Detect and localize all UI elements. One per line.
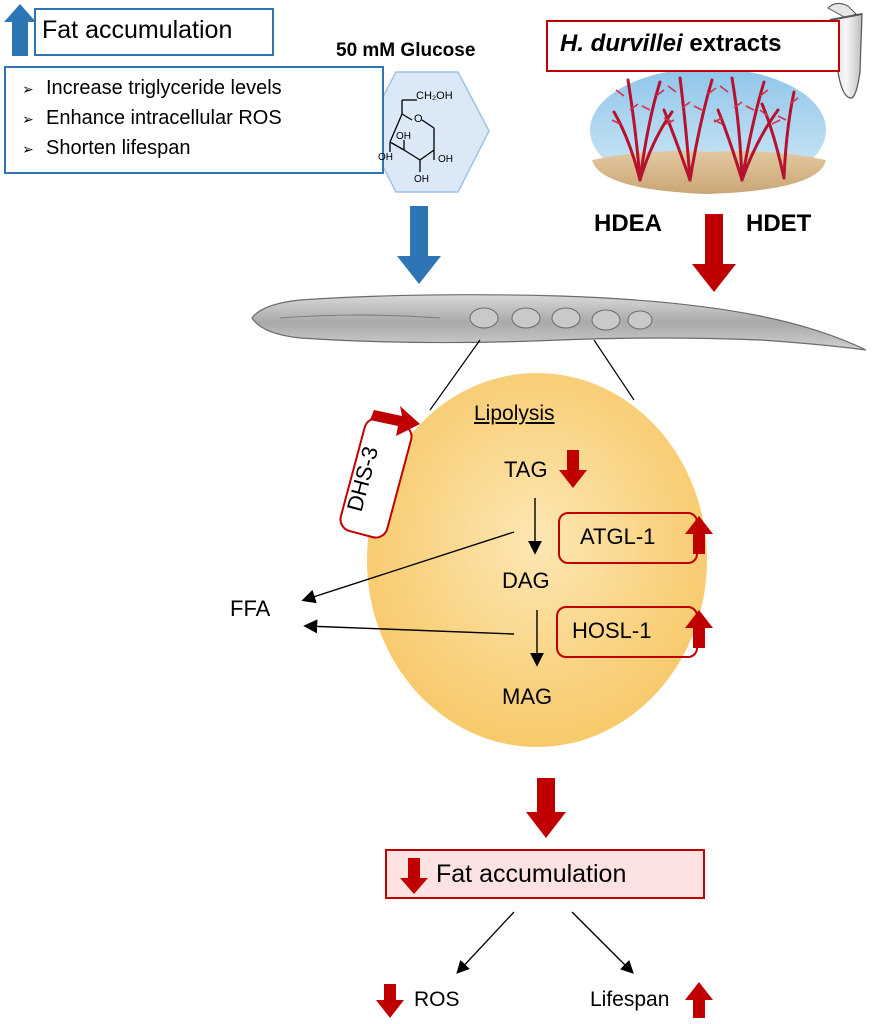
glucose-label: 50 mM Glucose [336, 40, 476, 61]
zoom-line-right [593, 339, 635, 401]
outcome-down-arrow-icon [400, 858, 428, 894]
mag-label: MAG [502, 684, 553, 709]
fat-accumulation-title: Fat accumulation [42, 16, 233, 44]
bullet-arrow-icon: ➢ [22, 111, 34, 127]
seaweed-illustration [590, 68, 826, 194]
atgl-up-arrow-icon [685, 516, 713, 554]
outcome-to-ros-arrow [456, 911, 515, 974]
effects-list: ➢Increase triglyceride levels ➢Enhance i… [22, 74, 282, 164]
ros-label: ROS [414, 988, 460, 1011]
glucose-oh: OH [414, 174, 429, 185]
glucose-oh: OH [378, 152, 393, 163]
lipolysis-title: Lipolysis [474, 402, 555, 425]
hosl1-label: HOSL-1 [572, 618, 652, 643]
mag-to-ffa-arrow [303, 619, 515, 635]
increase-arrow-icon [4, 4, 36, 56]
extract-arrow-icon [692, 214, 736, 292]
glucose-oh: OH [438, 154, 453, 165]
effect-item: ➢Shorten lifespan [22, 134, 282, 164]
glucose-ring-o: O [414, 113, 423, 125]
worm-illustration [251, 294, 867, 351]
ffa-label: FFA [230, 596, 271, 621]
effect-item: ➢Enhance intracellular ROS [22, 104, 282, 134]
tag-down-arrow-icon [559, 450, 587, 488]
atgl1-label: ATGL-1 [580, 524, 656, 549]
hdet-label: HDET [746, 210, 812, 237]
outcome-to-lifespan-arrow [571, 911, 634, 974]
outcome-title: Fat accumulation [436, 860, 627, 888]
hdea-label: HDEA [594, 210, 663, 237]
dhs3-arrow-icon [370, 406, 420, 436]
outcome-box [385, 849, 705, 899]
lipolysis-circle [367, 373, 707, 747]
ros-down-arrow-icon [376, 984, 404, 1018]
bullet-arrow-icon: ➢ [22, 141, 34, 157]
tag-label: TAG [504, 457, 548, 482]
bullet-arrow-icon: ➢ [22, 81, 34, 97]
glucose-arrow-icon [397, 206, 441, 284]
hosl1-box [556, 606, 698, 658]
atgl1-box [558, 512, 698, 564]
effects-box [4, 66, 384, 174]
glucose-structure-icon [389, 99, 435, 172]
dag-label: DAG [502, 568, 550, 593]
effect-item: ➢Increase triglyceride levels [22, 74, 282, 104]
dag-to-ffa-arrow [301, 531, 515, 604]
hosl-up-arrow-icon [685, 610, 713, 648]
outcome-arrow-icon [526, 778, 566, 838]
lifespan-up-arrow-icon [685, 982, 713, 1018]
glucose-oh: OH [396, 131, 411, 142]
lifespan-label: Lifespan [590, 988, 670, 1011]
extracts-title: H. durvillei extracts [560, 30, 782, 57]
zoom-line-left [429, 339, 481, 411]
extracts-title-box [546, 20, 840, 72]
glucose-ch2oh: CH₂OH [416, 90, 453, 102]
fat-accumulation-title-box [34, 8, 274, 56]
